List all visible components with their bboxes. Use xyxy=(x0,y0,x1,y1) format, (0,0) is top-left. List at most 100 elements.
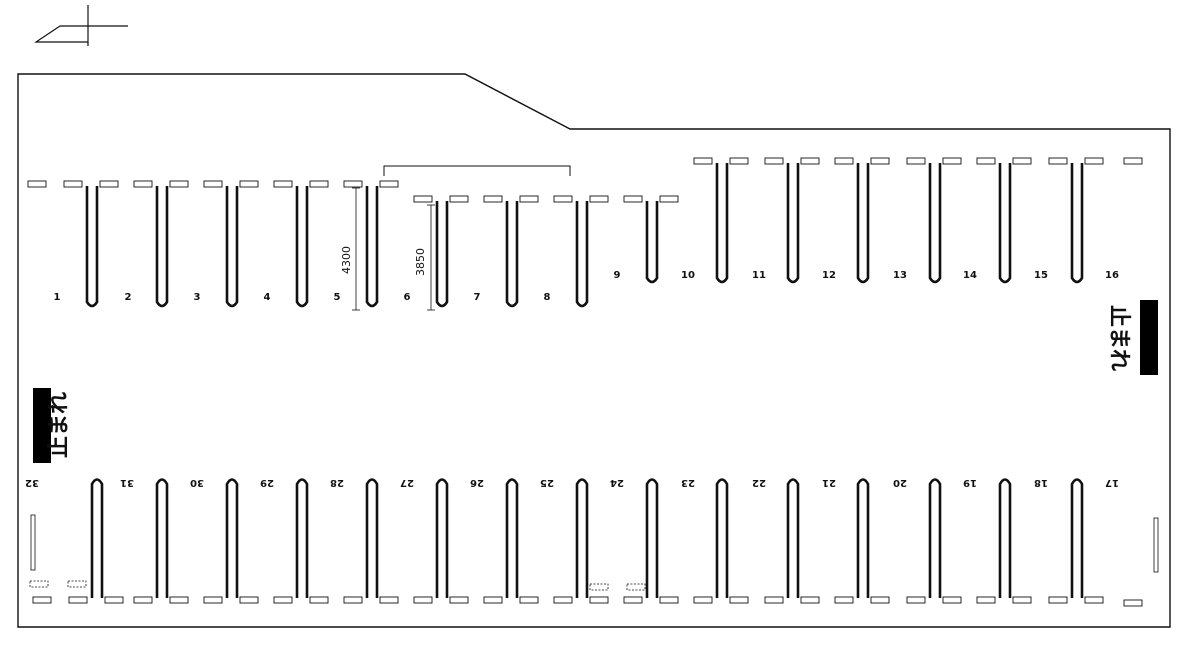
wheel-stop xyxy=(942,157,962,165)
stall-divider xyxy=(505,201,519,308)
dimension-4300-label: 4300 xyxy=(340,246,353,274)
wheel-stop xyxy=(1048,157,1068,165)
stall-number: 19 xyxy=(963,477,977,488)
wheel-stop xyxy=(800,596,820,604)
stop-sign-left: 止まれ xyxy=(33,388,72,463)
wheel-stop xyxy=(519,596,539,604)
stall-number: 26 xyxy=(470,477,484,488)
wheel-stop xyxy=(1123,599,1143,607)
wheel-stop xyxy=(343,180,363,188)
wheel-stop xyxy=(343,596,363,604)
stop-sign-left-text: 止まれ xyxy=(47,392,72,458)
stall-number: 16 xyxy=(1105,270,1119,281)
stall-number: 6 xyxy=(404,292,411,303)
wheel-stop xyxy=(693,157,713,165)
stall-number: 20 xyxy=(893,477,907,488)
stall-divider xyxy=(786,163,800,284)
stall-number: 1 xyxy=(54,292,61,303)
wheel-stop xyxy=(834,157,854,165)
stall-divider xyxy=(998,163,1012,284)
stall-divider xyxy=(435,201,449,308)
wheel-stop xyxy=(483,596,503,604)
stall-number: 21 xyxy=(822,477,836,488)
wheel-stop xyxy=(133,180,153,188)
wheel-stop xyxy=(63,180,83,188)
stall-number: 12 xyxy=(822,270,836,281)
wheel-stop xyxy=(1084,596,1104,604)
stall-number: 31 xyxy=(120,477,134,488)
wheel-stop xyxy=(379,180,399,188)
stall-number: 7 xyxy=(474,292,481,303)
wheel-stop xyxy=(273,596,293,604)
stall-divider xyxy=(928,478,942,598)
wheel-stop xyxy=(729,596,749,604)
stall-divider xyxy=(90,478,104,598)
wheel-stop xyxy=(764,596,784,604)
wheel-stop xyxy=(483,195,503,203)
wheel-stop xyxy=(413,596,433,604)
stall-divider xyxy=(645,478,659,598)
wheel-stop xyxy=(1048,596,1068,604)
side-post-right xyxy=(1153,517,1159,573)
wheel-stop xyxy=(449,596,469,604)
stall-number: 3 xyxy=(194,292,201,303)
stall-divider xyxy=(928,163,942,284)
dimension-4300: 4300 xyxy=(340,187,360,311)
wheel-stop xyxy=(169,180,189,188)
stall-number: 32 xyxy=(25,477,39,488)
stall-divider xyxy=(575,478,589,598)
section-bracket xyxy=(383,165,571,176)
wheel-stop xyxy=(906,157,926,165)
stall-divider xyxy=(85,186,99,308)
wheel-stop xyxy=(693,596,713,604)
wheel-stop xyxy=(623,195,643,203)
stall-divider xyxy=(715,478,729,598)
wheel-stop xyxy=(553,195,573,203)
stall-number: 25 xyxy=(540,477,554,488)
wheel-stop xyxy=(99,180,119,188)
wheel-stop xyxy=(379,596,399,604)
stall-divider xyxy=(998,478,1012,598)
stall-number: 14 xyxy=(963,270,977,281)
stall-number: 11 xyxy=(752,270,766,281)
stall-number: 17 xyxy=(1105,477,1119,488)
stall-divider xyxy=(155,186,169,308)
stall-divider xyxy=(645,201,659,284)
stall-number: 15 xyxy=(1034,270,1048,281)
wheel-stop xyxy=(589,596,609,604)
wheel-stop xyxy=(309,180,329,188)
stall-divider xyxy=(786,478,800,598)
wheel-stop xyxy=(800,157,820,165)
stall-divider xyxy=(1070,163,1084,284)
dimension-3850: 3850 xyxy=(414,204,435,311)
side-post-left xyxy=(30,514,36,571)
wheel-stop xyxy=(449,195,469,203)
stall-divider xyxy=(225,186,239,308)
stall-number: 30 xyxy=(190,477,204,488)
stall-number: 9 xyxy=(614,270,621,281)
wheel-stop xyxy=(589,195,609,203)
wheel-stop xyxy=(906,596,926,604)
wheel-stop xyxy=(273,180,293,188)
stall-divider xyxy=(365,186,379,308)
wheel-stop xyxy=(68,596,88,604)
wheel-stop xyxy=(729,157,749,165)
wheel-stop xyxy=(1012,596,1032,604)
wheel-stop xyxy=(764,157,784,165)
stall-number: 13 xyxy=(893,270,907,281)
stall-number: 18 xyxy=(1034,477,1048,488)
wheel-stop xyxy=(1123,157,1143,165)
north-arrow-icon xyxy=(34,5,128,46)
lot-boundary xyxy=(17,73,1171,628)
wheel-stop xyxy=(834,596,854,604)
wheel-stop xyxy=(1084,157,1104,165)
stall-divider xyxy=(435,478,449,598)
stop-sign-right-text: 止まれ xyxy=(1106,305,1131,371)
wheel-stop xyxy=(309,596,329,604)
wheel-stop xyxy=(870,157,890,165)
wheel-stop xyxy=(623,596,643,604)
stall-divider xyxy=(1070,478,1084,598)
stall-number: 29 xyxy=(260,477,274,488)
